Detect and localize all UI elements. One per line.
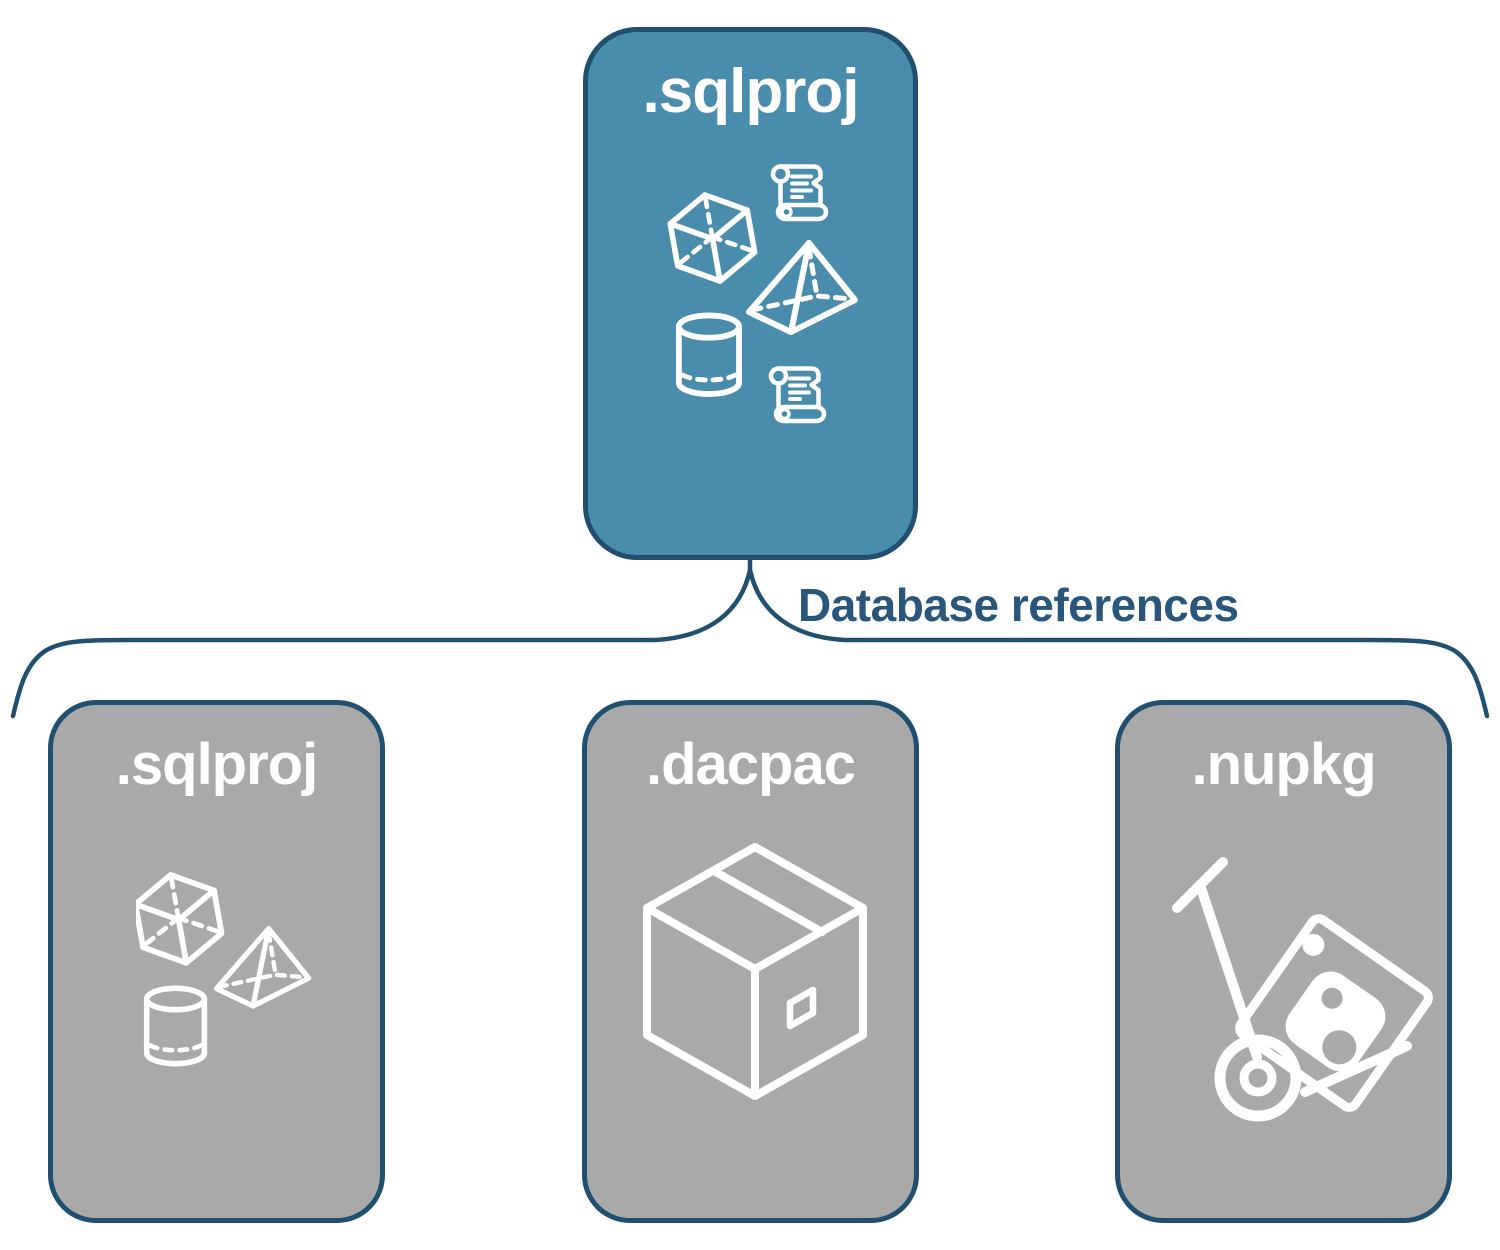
root-node-title: .sqlproj	[642, 57, 860, 126]
package-box-icon	[635, 843, 875, 1108]
child-node-dacpac: .dacpac	[582, 700, 919, 1223]
child-node-title: .sqlproj	[115, 732, 318, 797]
child-node-nupkg: .nupkg	[1115, 700, 1452, 1223]
sql-objects-icon	[136, 868, 336, 1083]
child-node-title: .dacpac	[646, 732, 856, 797]
child-node-sqlproj: .sqlproj	[48, 700, 385, 1223]
root-node-sqlproj: .sqlproj	[583, 27, 918, 560]
sql-objects-icon	[666, 160, 866, 435]
nuget-hand-truck-icon	[1162, 845, 1442, 1150]
connector-label: Database references	[798, 579, 1239, 631]
child-node-title: .nupkg	[1191, 732, 1376, 797]
